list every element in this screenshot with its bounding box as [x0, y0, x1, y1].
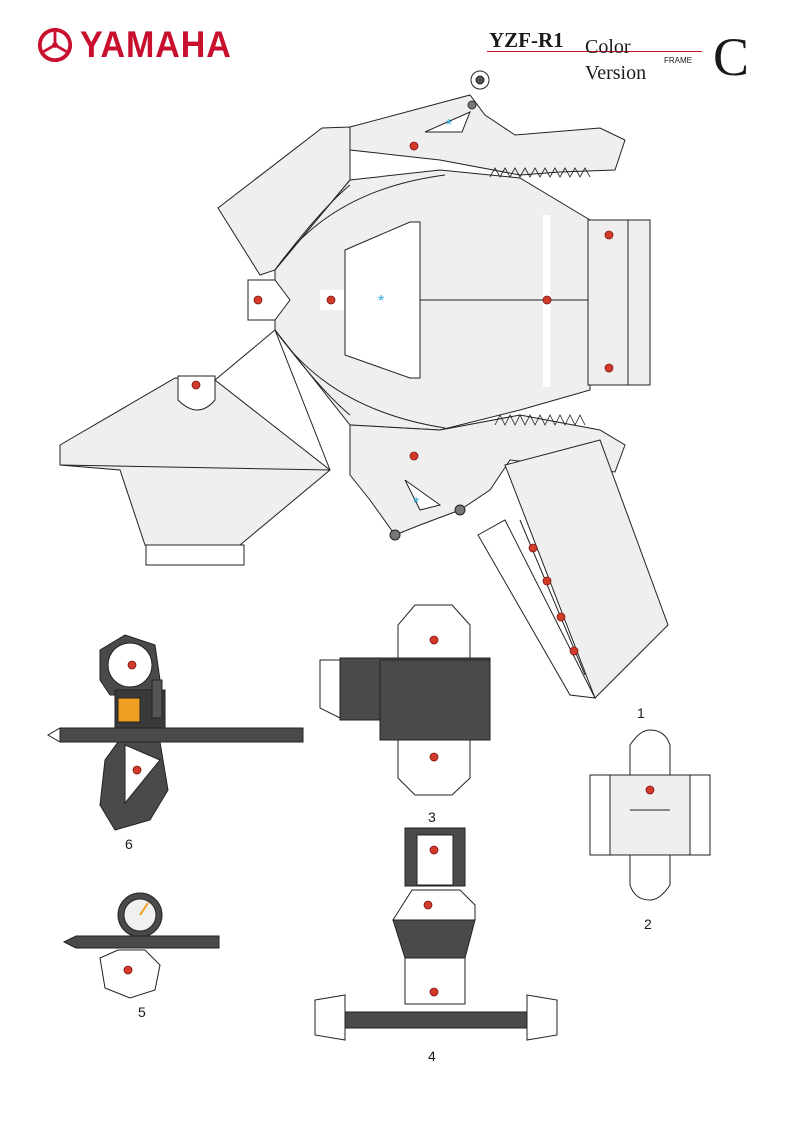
- glue-markers: * * *: [378, 117, 452, 512]
- glue-marker-bottom: *: [413, 495, 419, 512]
- brand-name: YAMAHA: [80, 24, 232, 65]
- part-4-box: [314, 827, 558, 1041]
- version-label: Version: [585, 62, 647, 84]
- part-label-5: 5: [138, 1004, 146, 1020]
- tuning-fork-emblem-icon: [37, 27, 73, 63]
- header-rule: [487, 51, 702, 52]
- part-3-box: [319, 604, 491, 796]
- glue-marker-center: *: [378, 293, 384, 310]
- glue-marker-top: *: [446, 117, 452, 134]
- part-label-6: 6: [125, 836, 133, 852]
- model-title: YZF-R1: [489, 28, 564, 52]
- part-label-4: 4: [428, 1048, 436, 1064]
- frame-label: FRAME: [664, 56, 692, 65]
- part-1-frame: [59, 70, 669, 699]
- part-label-1: 1: [637, 705, 645, 721]
- part-6-gauge: [47, 634, 304, 831]
- part-label-2: 2: [644, 916, 652, 932]
- color-label: Color: [585, 36, 631, 58]
- part-2-box: [589, 729, 711, 901]
- yamaha-logo: YAMAHA: [36, 24, 245, 66]
- sheet-letter: C: [713, 27, 750, 87]
- part-label-3: 3: [428, 809, 436, 825]
- part-5-gauge: [62, 892, 220, 999]
